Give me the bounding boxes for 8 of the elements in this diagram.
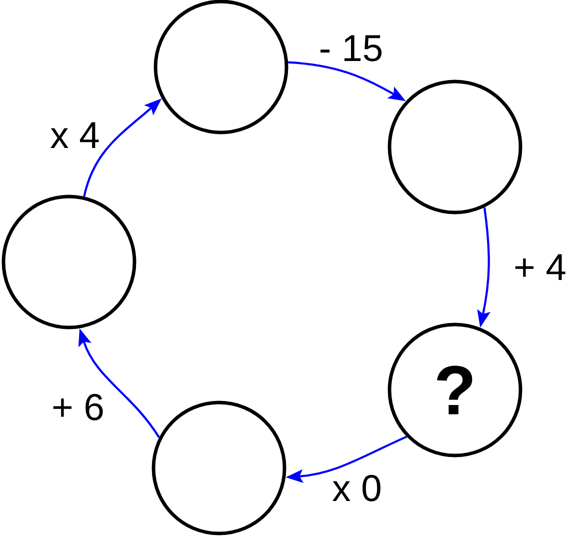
circle xyxy=(2,194,136,330)
circle xyxy=(152,400,286,536)
edge-label: x 4 xyxy=(50,122,99,148)
circle xyxy=(388,80,522,214)
edge-label: + 6 xyxy=(53,394,103,420)
edge-label: - 15 xyxy=(320,35,382,62)
edge-label: x 0 xyxy=(332,474,380,502)
edge-label: + 4 xyxy=(515,254,566,280)
